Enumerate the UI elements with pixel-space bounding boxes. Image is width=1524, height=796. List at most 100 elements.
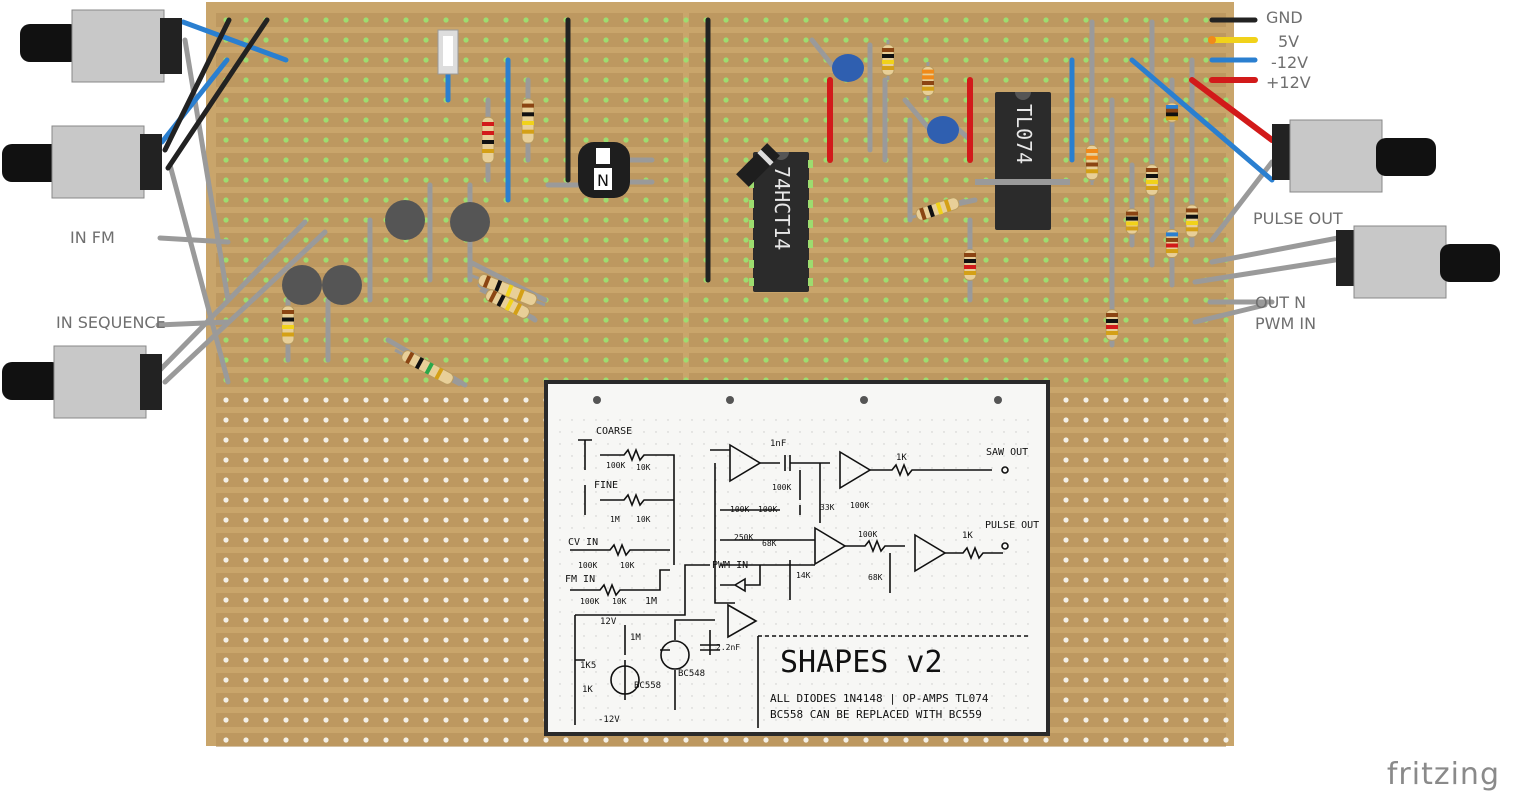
board-hole [1083,237,1089,243]
sheet-dot [919,611,921,613]
sheet-dot [691,419,693,421]
sheet-dot [847,647,849,649]
board-hole [543,77,549,83]
board-hole [343,257,349,263]
board-hole [703,337,709,343]
board-hole [1143,517,1149,523]
board-hole [983,137,989,143]
sheet-dot [679,587,681,589]
board-hole [463,697,469,703]
board-hole [883,337,889,343]
sheet-dot [907,503,909,505]
sheet-dot [727,527,729,529]
board-hole [823,297,829,303]
sheet-dot [739,659,741,661]
board-hole [1163,657,1169,663]
sheet-dot [775,575,777,577]
board-hole [583,217,589,223]
sheet-dot [1015,695,1017,697]
board-hole [523,537,529,543]
sheet-dot [811,515,813,517]
sheet-dot [943,707,945,709]
sheet-dot [619,443,621,445]
sheet-dot [775,455,777,457]
sheet-dot [787,455,789,457]
board-hole [923,177,929,183]
sheet-dot [811,503,813,505]
sheet-dot [991,443,993,445]
board-hole [383,617,389,623]
board-hole [1103,257,1109,263]
board-hole [623,197,629,203]
board-hole [263,417,269,423]
board-hole [383,357,389,363]
board-hole [323,457,329,463]
board-hole [243,17,249,23]
board-hole [1183,597,1189,603]
sheet-dot [619,719,621,721]
board-hole [683,737,689,743]
sheet-dot [871,719,873,721]
sheet-dot [691,503,693,505]
board-hole [383,117,389,123]
board-hole [223,617,229,623]
board-hole [243,557,249,563]
sheet-dot [667,503,669,505]
board-hole [403,457,409,463]
sch-vm12: -12V [598,715,620,725]
sheet-dot [895,611,897,613]
sheet-dot [559,599,561,601]
sheet-dot [775,467,777,469]
board-hole [523,597,529,603]
board-hole [423,377,429,383]
sheet-dot [727,599,729,601]
sch-note-2: BC558 CAN BE REPLACED WITH BC559 [770,708,982,721]
board-hole [663,97,669,103]
board-hole [723,257,729,263]
sheet-dot [667,419,669,421]
board-hole [1003,337,1009,343]
sheet-dot [655,659,657,661]
sheet-dot [943,659,945,661]
board-hole [643,77,649,83]
sheet-dot [643,515,645,517]
sheet-dot [631,611,633,613]
sheet-dot [679,431,681,433]
board-hole [503,677,509,683]
board-hole [1123,597,1129,603]
board-hole [1103,577,1109,583]
board-hole [903,77,909,83]
sheet-dot [859,515,861,517]
board-hole [943,217,949,223]
sheet-dot [643,671,645,673]
board-hole [283,717,289,723]
sch-r1k-c: 1K [582,685,593,695]
sheet-dot [811,623,813,625]
board-hole [223,657,229,663]
board-hole [943,57,949,63]
board-hole [1203,297,1209,303]
board-hole [403,537,409,543]
sheet-dot [583,719,585,721]
sheet-dot [1015,683,1017,685]
board-hole [1003,297,1009,303]
resistor [1085,140,1099,185]
board-hole [403,337,409,343]
sheet-dot [1027,695,1029,697]
board-hole [383,297,389,303]
sheet-dot [727,671,729,673]
board-hole [723,217,729,223]
board-hole [1063,337,1069,343]
sheet-dot [1027,515,1029,517]
sheet-dot [835,455,837,457]
sheet-dot [955,419,957,421]
board-hole [483,457,489,463]
board-hole [1023,17,1029,23]
board-hole [1183,677,1189,683]
sheet-dot [859,695,861,697]
sheet-dot [811,419,813,421]
board-hole [1083,57,1089,63]
board-hole [843,157,849,163]
board-hole [763,357,769,363]
board-hole [523,277,529,283]
